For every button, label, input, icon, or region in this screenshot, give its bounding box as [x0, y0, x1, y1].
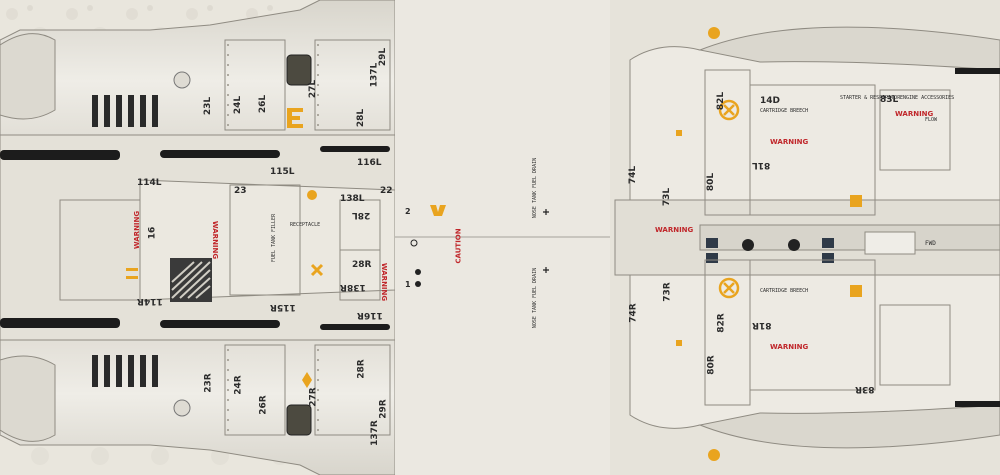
panel-code-74l: 74L: [628, 165, 639, 185]
forward-fuselage: [395, 0, 610, 475]
panel-code-73r: 73R: [662, 282, 673, 302]
panel-code-137r: 137R: [369, 420, 380, 446]
panel-code-83r: 83R: [855, 384, 875, 394]
panel-code-138r: 138R: [340, 282, 366, 292]
drain-port-3: [415, 281, 421, 287]
upper-slot-1: [0, 150, 120, 160]
panel-code-28r-inv: 28R: [352, 260, 372, 270]
lower-slot-3: [320, 324, 390, 330]
panel-code-116l: 116L: [357, 158, 382, 168]
warning-stencil-3: WARNING: [380, 262, 389, 302]
fwd-label: FWD: [925, 240, 936, 247]
nose-tank-drain-1: NOSE TANK FUEL DRAIN: [532, 157, 539, 219]
panel-code-82l: 82L: [716, 91, 727, 111]
upper-slot-2: [160, 150, 280, 158]
yellow-marks-left: [126, 108, 324, 388]
caution-stencil: CAUTION: [454, 228, 463, 264]
panel-code-80r: 80R: [706, 355, 717, 375]
centerline-markers: [543, 209, 549, 273]
warning-stencil-7: WARNING: [655, 226, 694, 234]
panel-code-28l-inv: 28L: [352, 210, 371, 220]
upper-tail-fairing: [698, 26, 1000, 71]
panel-code-81r: 81R: [752, 320, 772, 330]
panel-code-24l: 24L: [233, 95, 244, 115]
panel-code-83l: 83L: [880, 95, 899, 105]
warning-stencil-4: WARNING: [770, 138, 809, 146]
upper-exhaust-slot: [955, 68, 1000, 74]
lower-exhaust-slot: [955, 401, 1000, 407]
warning-stencil-2: WARNING: [211, 220, 220, 260]
lower-sensor-dome: [173, 399, 191, 417]
panel-code-74r: 74R: [628, 303, 639, 323]
flow-note: FLOW: [925, 117, 938, 123]
panel-code-114r: 114R: [137, 296, 163, 306]
panel-code-82r: 82R: [716, 313, 727, 333]
panel-code-23l: 23L: [203, 96, 214, 116]
panel-code-29l: 29L: [378, 47, 389, 67]
panel-code-26r: 26R: [258, 395, 269, 415]
upper-access-hatch: [286, 54, 312, 86]
panel-code-23r: 23R: [203, 373, 214, 393]
yellow-marks-right: [676, 27, 862, 461]
panel-code-22: 22: [380, 186, 393, 196]
receptacle-label: RECEPTACLE: [290, 222, 321, 228]
upper-engine-bay: [629, 46, 1000, 226]
panel-lines-right: [704, 69, 951, 406]
panel-code-115r: 115R: [270, 302, 296, 312]
panel-code-29r: 29R: [378, 399, 389, 419]
drain-port: [410, 239, 418, 247]
panel-code-116r: 116R: [357, 310, 383, 320]
panel-code-81l: 81L: [752, 160, 771, 170]
cartridge-breech-upper: CARTRIDGE BREECH: [760, 108, 809, 114]
panel-code-114l: 114L: [137, 178, 162, 188]
warning-stencil-1: WARNING: [133, 210, 142, 250]
nose-tank-drain-2: NOSE TANK FUEL DRAIN: [532, 267, 539, 329]
fuel-tank-filler: FUEL TANK FILLER: [271, 213, 278, 263]
panel-code-137l: 137L: [369, 62, 380, 88]
panel-code-16: 16: [147, 226, 158, 240]
upper-intake-lip: [0, 33, 56, 120]
engine-accessories-upper: ENGINE ACCESSORIES: [900, 95, 955, 101]
screw-jack-icon: [430, 205, 446, 216]
upper-louvres: [92, 95, 158, 127]
lower-slot-1: [0, 318, 120, 328]
drain-port-2: [415, 269, 421, 275]
marker-2: 2: [405, 207, 411, 216]
warning-stencil-6: WARNING: [895, 110, 934, 118]
cartridge-breech-lower: CARTRIDGE BREECH: [760, 288, 809, 294]
panel-code-24r: 24R: [233, 375, 244, 395]
keel-connectors: [706, 231, 916, 263]
panel-code-27r: 27R: [308, 387, 319, 407]
panel-code-27l: 27L: [308, 79, 319, 99]
rivets-left: [227, 44, 319, 431]
lower-intake-lip: [0, 355, 56, 442]
warning-stencil-5: WARNING: [770, 343, 809, 351]
panel-code-138l: 138L: [340, 194, 365, 204]
panel-code-28l: 28L: [356, 108, 367, 128]
panel-code-26l: 26L: [258, 94, 269, 114]
panel-code-80l: 80L: [706, 172, 717, 192]
panel-code-28r: 28R: [356, 359, 367, 379]
starter-respirator: STARTER & RESPIRATOR: [840, 95, 901, 101]
panel-code-23: 23: [234, 186, 247, 196]
lower-access-hatch: [286, 404, 312, 436]
marker-1: 1: [405, 280, 411, 289]
panel-code-73l: 73L: [662, 187, 673, 207]
center-grille: [170, 258, 212, 302]
lower-tail-fairing: [698, 404, 1000, 449]
upper-slot-3: [320, 146, 390, 152]
panel-lines-left: [59, 39, 391, 436]
panel-code-14d: 14D: [760, 96, 780, 106]
panel-code-115l: 115L: [270, 167, 295, 177]
lower-slot-2: [160, 320, 280, 328]
upper-sensor-dome: [173, 71, 191, 89]
lower-louvres: [92, 355, 158, 387]
